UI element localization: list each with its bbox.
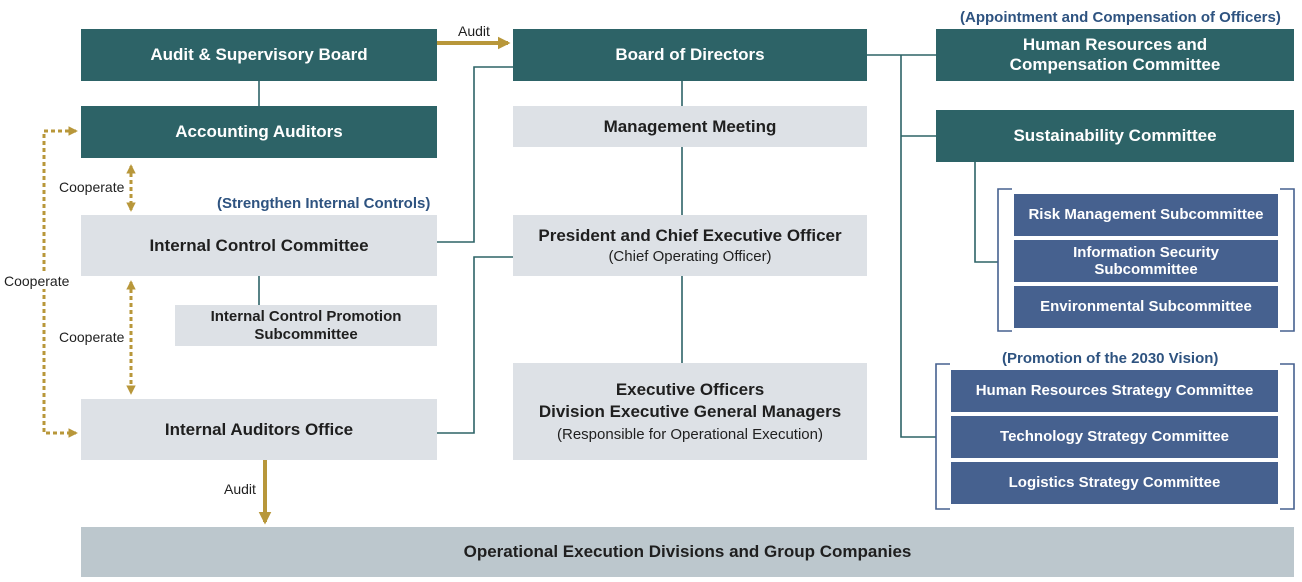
- internal-control-promotion-subcommittee-label: Internal Control Promotion Subcommittee: [210, 308, 402, 343]
- strengthen-internal-controls-note: (Strengthen Internal Controls): [217, 195, 431, 212]
- risk-management-subcommittee-box: Risk Management Subcommittee: [1014, 194, 1278, 236]
- audit-label-bottom: Audit: [224, 481, 256, 497]
- president-ceo-subtitle: (Chief Operating Officer): [608, 248, 772, 266]
- internal-control-committee-box: Internal Control Committee: [81, 215, 437, 276]
- information-security-subcommittee-label: Information Security Subcommittee: [1073, 243, 1219, 278]
- division-executive-gm-label: Division Executive General Managers: [538, 402, 842, 422]
- operational-execution-note: (Responsible for Operational Execution): [557, 425, 823, 443]
- president-ceo-title: President and Chief Executive Officer: [538, 225, 842, 245]
- executive-officers-box: Executive Officers Division Executive Ge…: [513, 363, 867, 460]
- accounting-auditors-label: Accounting Auditors: [175, 122, 343, 142]
- environmental-subcommittee-label: Environmental Subcommittee: [1040, 298, 1252, 316]
- sustainability-committee-box: Sustainability Committee: [936, 110, 1294, 162]
- internal-control-committee-label: Internal Control Committee: [149, 235, 369, 255]
- cooperate-label-outer: Cooperate: [4, 273, 70, 289]
- logistics-strategy-committee-label: Logistics Strategy Committee: [1008, 474, 1221, 492]
- executive-officers-label: Executive Officers: [615, 379, 765, 399]
- technology-strategy-committee-label: Technology Strategy Committee: [1000, 428, 1229, 446]
- board-of-directors-label: Board of Directors: [615, 45, 765, 65]
- hr-strategy-committee-label: Human Resources Strategy Committee: [975, 382, 1254, 400]
- operational-divisions-label: Operational Execution Divisions and Grou…: [463, 542, 912, 562]
- internal-control-promotion-subcommittee-box: Internal Control Promotion Subcommittee: [175, 305, 437, 346]
- hr-compensation-committee-label: Human Resources and Compensation Committ…: [1009, 35, 1221, 74]
- environmental-subcommittee-box: Environmental Subcommittee: [1014, 286, 1278, 328]
- cooperate-label-lower: Cooperate: [59, 329, 125, 345]
- audit-supervisory-board-label: Audit & Supervisory Board: [150, 45, 368, 65]
- internal-auditors-office-box: Internal Auditors Office: [81, 399, 437, 460]
- internal-auditors-office-label: Internal Auditors Office: [164, 419, 354, 439]
- president-ceo-box: President and Chief Executive Officer (C…: [513, 215, 867, 276]
- sustainability-committee-label: Sustainability Committee: [1013, 126, 1217, 146]
- logistics-strategy-committee-box: Logistics Strategy Committee: [951, 462, 1278, 504]
- risk-management-subcommittee-label: Risk Management Subcommittee: [1028, 206, 1264, 224]
- appointment-compensation-note: (Appointment and Compensation of Officer…: [960, 9, 1281, 26]
- board-of-directors-box: Board of Directors: [513, 29, 867, 81]
- management-meeting-label: Management Meeting: [603, 116, 777, 136]
- audit-supervisory-board-box: Audit & Supervisory Board: [81, 29, 437, 81]
- technology-strategy-committee-box: Technology Strategy Committee: [951, 416, 1278, 458]
- cooperate-label-upper: Cooperate: [59, 179, 125, 195]
- accounting-auditors-box: Accounting Auditors: [81, 106, 437, 158]
- management-meeting-box: Management Meeting: [513, 106, 867, 147]
- audit-label-top: Audit: [458, 23, 490, 39]
- vision-2030-note: (Promotion of the 2030 Vision): [1002, 350, 1219, 367]
- operational-divisions-box: Operational Execution Divisions and Grou…: [81, 527, 1294, 577]
- information-security-subcommittee-box: Information Security Subcommittee: [1014, 240, 1278, 282]
- hr-compensation-committee-box: Human Resources and Compensation Committ…: [936, 29, 1294, 81]
- hr-strategy-committee-box: Human Resources Strategy Committee: [951, 370, 1278, 412]
